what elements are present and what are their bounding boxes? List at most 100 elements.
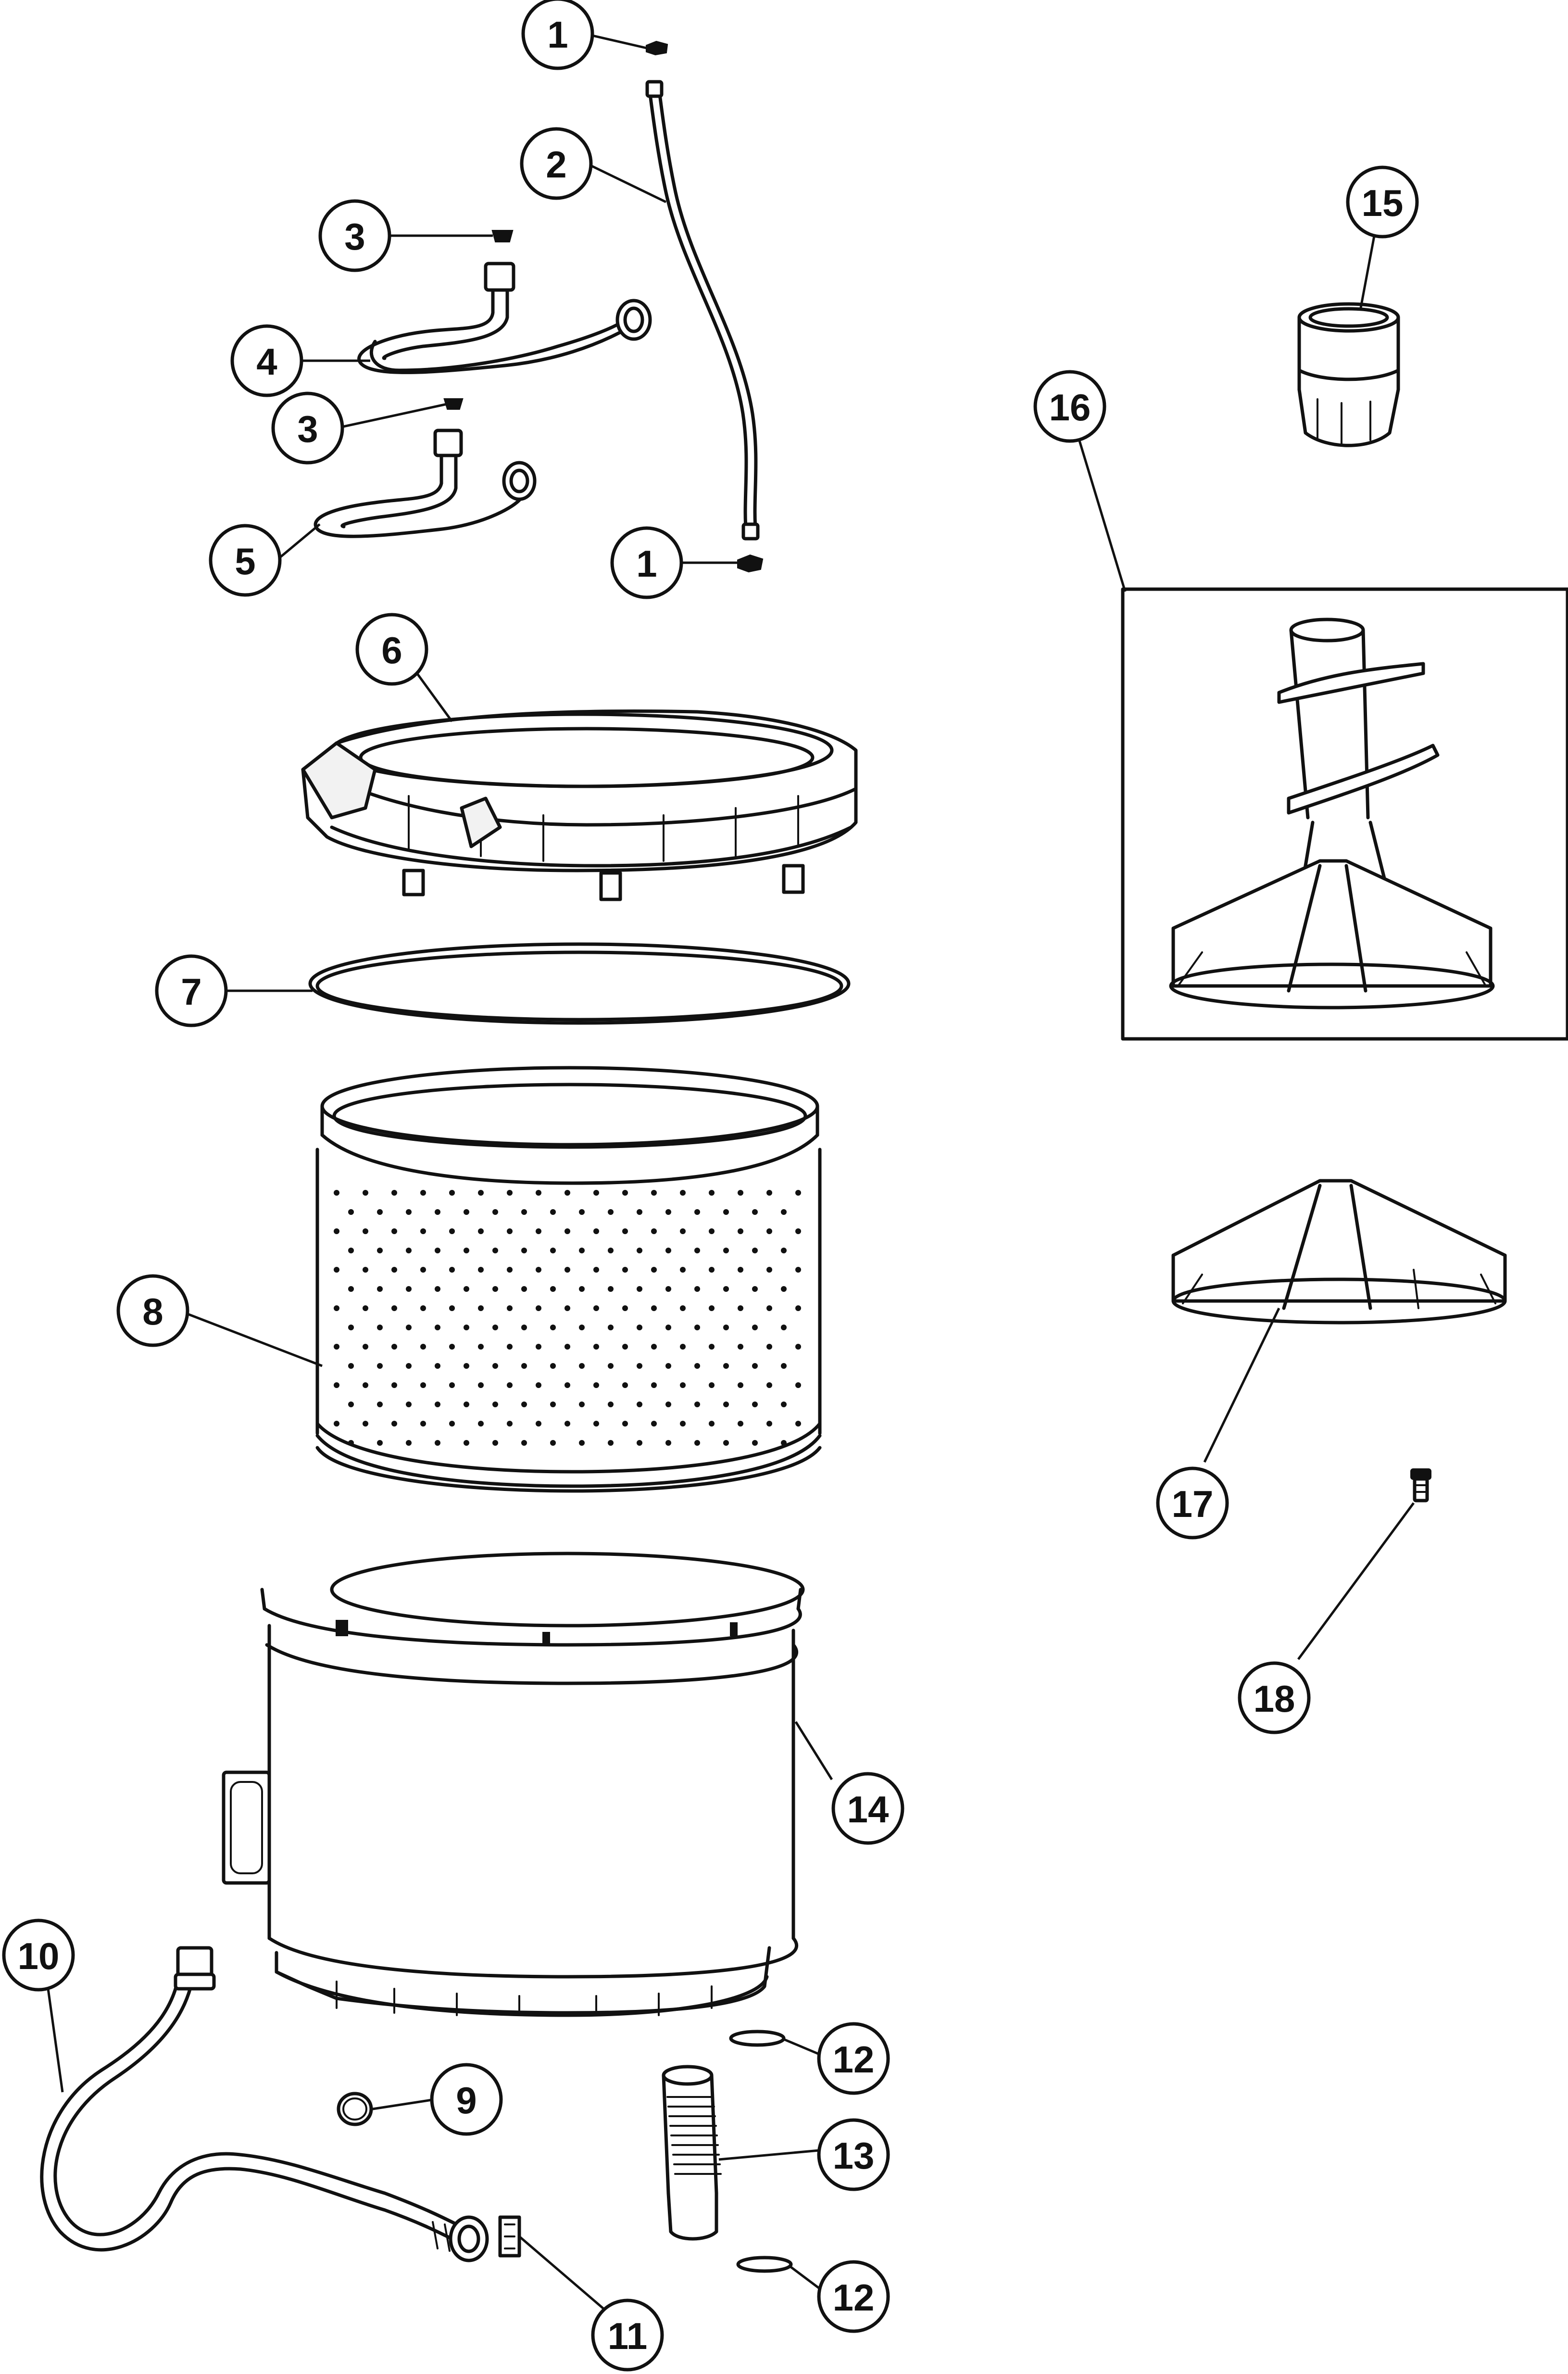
callout-3-upper: 3 (318, 199, 391, 272)
perforation-hole (723, 1363, 729, 1369)
perforation-hole (752, 1248, 758, 1253)
perforation-hole (420, 1267, 426, 1273)
perforation-hole (781, 1325, 787, 1330)
perforation-hole (492, 1209, 498, 1215)
callout-6: 6 (355, 613, 428, 686)
callout-9: 9 (430, 2063, 503, 2136)
perforation-hole (781, 1209, 787, 1215)
perforation-hole (608, 1209, 614, 1215)
perforation-hole (752, 1209, 758, 1215)
perforation-hole (637, 1363, 642, 1369)
part-agitator-assembly (1121, 587, 1568, 1041)
perforation-hole (665, 1363, 671, 1369)
callout-10: 10 (2, 1919, 75, 1992)
part-tub-ring (301, 709, 858, 901)
perforation-hole (694, 1325, 700, 1330)
perforation-hole (680, 1382, 686, 1388)
perforation-hole (680, 1344, 686, 1350)
perforation-hole (521, 1209, 527, 1215)
perforation-hole (507, 1421, 513, 1427)
svg-text:5: 5 (235, 540, 255, 582)
perforation-hole (521, 1440, 527, 1446)
perforation-hole (478, 1382, 484, 1388)
perforation-hole (766, 1190, 772, 1196)
perforation-hole (622, 1305, 628, 1311)
perforation-hole (550, 1286, 556, 1292)
perforation-hole (363, 1344, 368, 1350)
perforation-hole (492, 1286, 498, 1292)
perforation-hole (723, 1325, 729, 1330)
perforation-hole (377, 1209, 383, 1215)
perforation-hole (406, 1440, 412, 1446)
perforation-hole (478, 1228, 484, 1234)
perforation-hole (709, 1421, 715, 1427)
perforation-hole (738, 1228, 743, 1234)
perforation-hole (723, 1209, 729, 1215)
perforation-hole (391, 1421, 397, 1427)
perforation-hole (651, 1382, 657, 1388)
perforation-hole (766, 1267, 772, 1273)
perforation-hole (795, 1267, 801, 1273)
perforation-hole (521, 1325, 527, 1330)
perforation-hole (377, 1363, 383, 1369)
perforation-hole (363, 1228, 368, 1234)
perforation-hole (521, 1402, 527, 1407)
svg-text:14: 14 (847, 1788, 889, 1831)
perforation-hole (348, 1363, 354, 1369)
callout-2: 2 (520, 127, 593, 200)
perforation-hole (391, 1305, 397, 1311)
perforation-hole (492, 1248, 498, 1253)
perforation-hole (593, 1305, 599, 1311)
part-u-pipe-lower (314, 429, 537, 538)
perforation-hole (492, 1440, 498, 1446)
perforation-hole (752, 1440, 758, 1446)
perforation-hole (348, 1402, 354, 1407)
perforation-hole (363, 1421, 368, 1427)
perforation-hole (723, 1248, 729, 1253)
perforation-hole (420, 1344, 426, 1350)
perforation-hole (738, 1305, 743, 1311)
perforation-hole (694, 1209, 700, 1215)
perforation-hole (795, 1305, 801, 1311)
perforation-hole (738, 1190, 743, 1196)
perforation-hole (564, 1190, 570, 1196)
perforation-hole (593, 1190, 599, 1196)
callout-16: 16 (1033, 370, 1106, 443)
perforation-hole (622, 1267, 628, 1273)
perforation-hole (665, 1286, 671, 1292)
part-clip-top (646, 40, 668, 56)
perforation-hole (334, 1382, 339, 1388)
perforation-hole (752, 1363, 758, 1369)
perforation-hole (334, 1344, 339, 1350)
perforation-hole (420, 1190, 426, 1196)
perforation-hole (622, 1228, 628, 1234)
perforation-hole (637, 1248, 642, 1253)
perforation-hole (637, 1440, 642, 1446)
callout-8: 8 (116, 1274, 189, 1347)
svg-text:4: 4 (256, 341, 277, 383)
perforation-hole (579, 1325, 585, 1330)
svg-text:10: 10 (18, 1935, 60, 1977)
perforation-hole (694, 1286, 700, 1292)
perforation-hole (464, 1402, 469, 1407)
perforation-hole (665, 1440, 671, 1446)
perforation-hole (550, 1248, 556, 1253)
perforation-hole (492, 1363, 498, 1369)
part-u-pipe-upper (357, 262, 652, 374)
perforation-hole (651, 1190, 657, 1196)
perforation-hole (435, 1440, 440, 1446)
svg-text:12: 12 (833, 2276, 875, 2319)
perforation-hole (536, 1190, 541, 1196)
perforation-hole (334, 1228, 339, 1234)
svg-text:13: 13 (833, 2134, 875, 2177)
perforation-hole (665, 1248, 671, 1253)
perforation-hole (377, 1402, 383, 1407)
perforation-hole (550, 1209, 556, 1215)
perforation-hole (435, 1286, 440, 1292)
perforation-hole (507, 1190, 513, 1196)
perforation-hole (348, 1440, 354, 1446)
perforation-hole (348, 1325, 354, 1330)
svg-text:15: 15 (1362, 182, 1404, 224)
perforation-hole (492, 1325, 498, 1330)
svg-text:3: 3 (344, 215, 365, 258)
